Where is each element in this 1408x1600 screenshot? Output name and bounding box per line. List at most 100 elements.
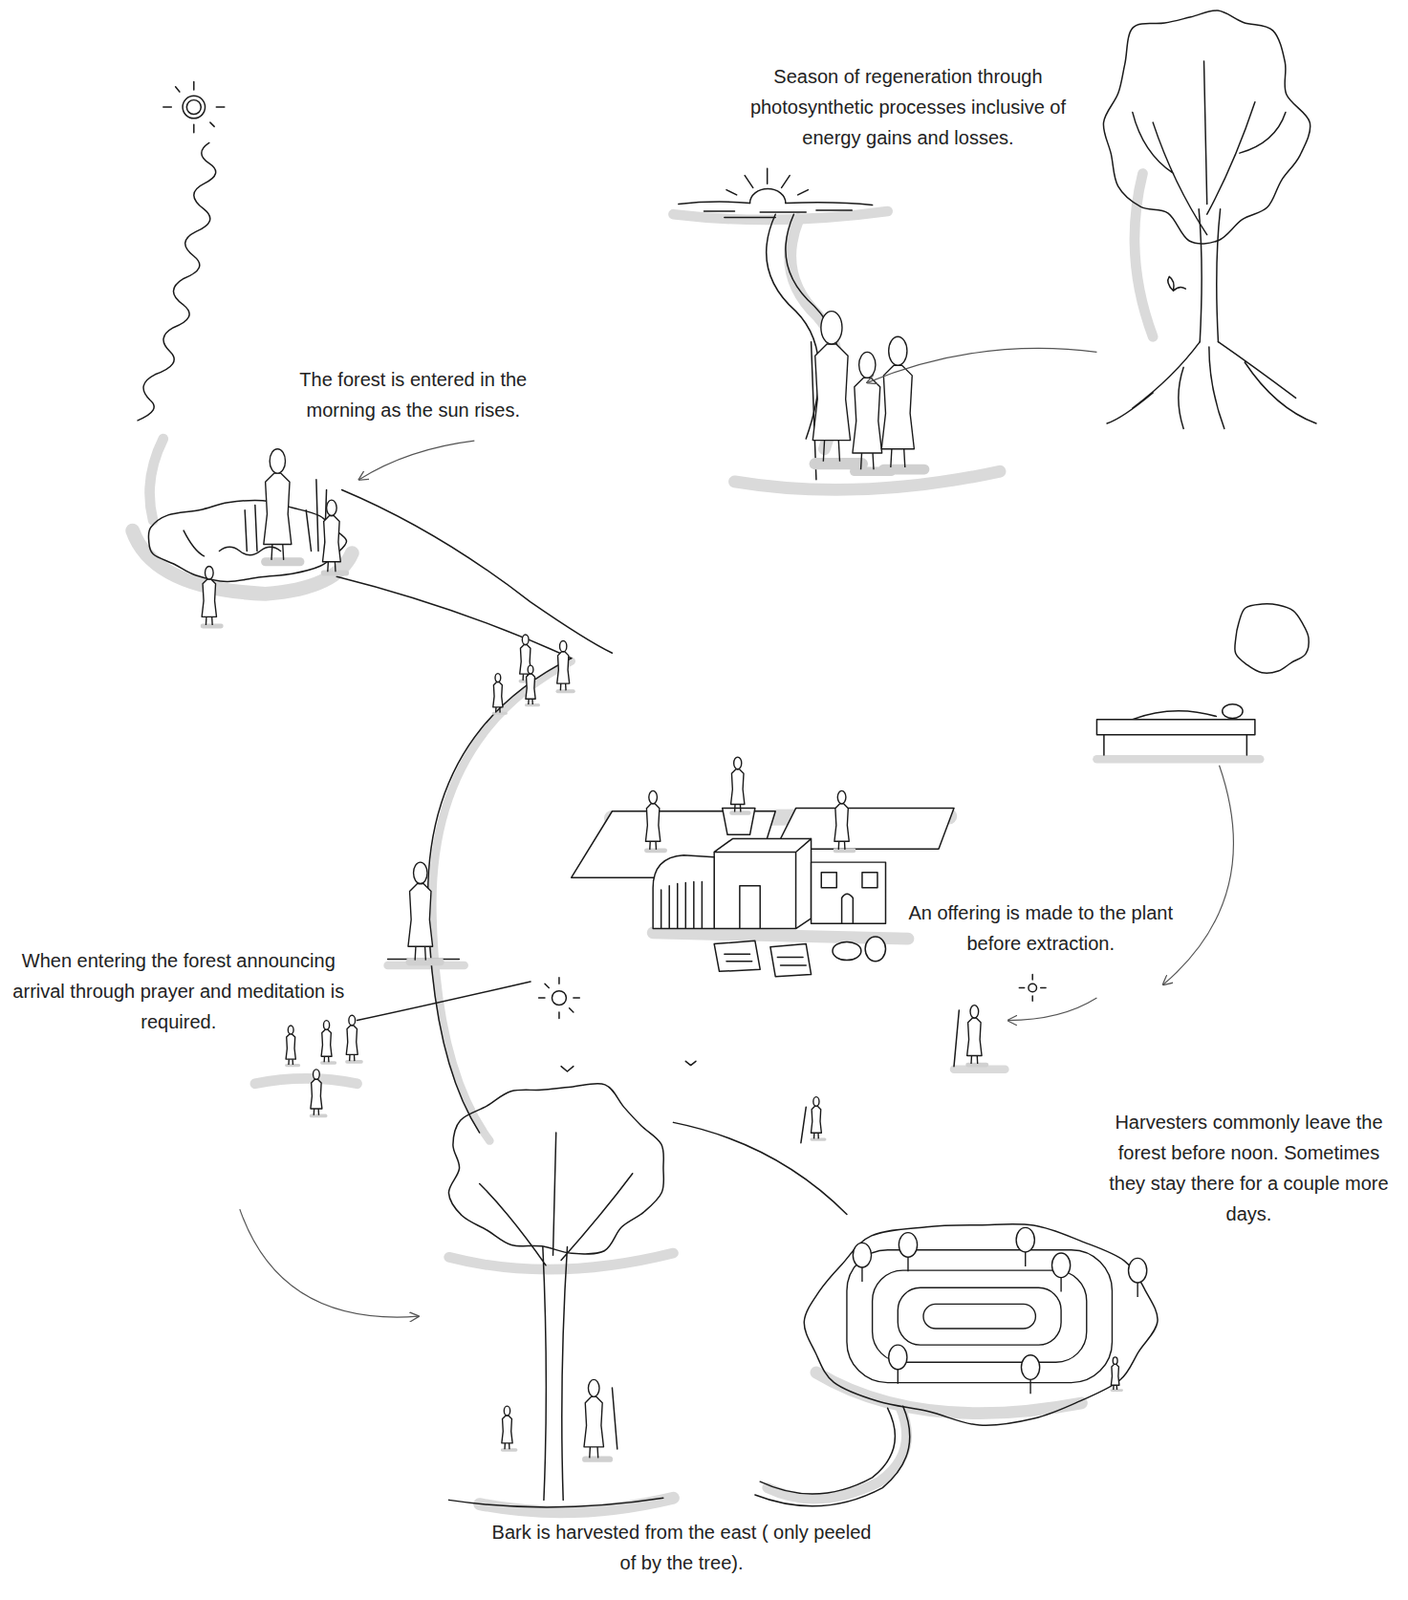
figure-head (503, 1406, 510, 1416)
forest-path (672, 1122, 846, 1214)
annotation-text: Harvesters commonly leave the forest bef… (1096, 1106, 1401, 1230)
figure-head (521, 634, 529, 645)
person-figure (810, 1097, 824, 1140)
bottom-tree-canopy (448, 1083, 664, 1255)
figure-head (859, 351, 876, 378)
figure-head (649, 790, 658, 803)
figure-legs (589, 1447, 599, 1459)
sun (186, 100, 201, 115)
tree-crown (898, 1233, 917, 1258)
right-sun (1018, 974, 1046, 1002)
maze-edge (803, 1224, 1158, 1427)
figure-body (810, 1105, 822, 1133)
figure-body (201, 579, 217, 617)
small-tree (1051, 1253, 1070, 1293)
figure-body (346, 1025, 358, 1056)
figure-legs (414, 946, 426, 960)
figure-head (204, 566, 214, 580)
road (755, 1406, 910, 1507)
cycle-arrow (359, 440, 476, 480)
house (811, 862, 887, 924)
figure-head (326, 499, 338, 516)
tree-branches (1132, 61, 1286, 235)
figure-legs (504, 1443, 510, 1450)
figure-head (313, 1069, 321, 1080)
tree-crown (888, 1344, 908, 1370)
figure-head (837, 790, 846, 803)
person-figure (493, 673, 506, 715)
figure-head (495, 673, 501, 683)
figure-legs (327, 562, 336, 573)
figure-legs (496, 707, 500, 714)
annotation-text: An offering is made to the plant before … (892, 897, 1190, 959)
person-figure (346, 1015, 362, 1062)
person-figure (584, 1379, 610, 1459)
figure-legs (814, 1132, 820, 1139)
pot (865, 936, 886, 962)
figure-legs (528, 698, 533, 705)
person-figure (321, 1020, 335, 1063)
shade-stroke (816, 1372, 1083, 1414)
figure-legs (288, 1059, 293, 1065)
person-figure (323, 499, 347, 573)
figure-body (557, 651, 570, 684)
figure-shadow (410, 957, 441, 966)
figure-body (834, 803, 849, 842)
figure-legs (1113, 1385, 1118, 1390)
figure-legs (560, 683, 566, 691)
figure-shadow (883, 464, 925, 476)
small-tree (1128, 1257, 1148, 1298)
figure-body (310, 1079, 323, 1109)
figure-head (323, 1020, 329, 1031)
forest-path (336, 489, 612, 658)
cycle-arrow (239, 1209, 419, 1318)
figure-head (413, 862, 428, 884)
shade-stroke (432, 661, 571, 1142)
figure-head (269, 449, 285, 474)
sleeper-head (1222, 704, 1243, 719)
setting-sun (750, 189, 786, 204)
person-figure (408, 862, 441, 962)
small-tree (1020, 1355, 1040, 1395)
center-sun (539, 977, 581, 1019)
figure-body (285, 1034, 296, 1060)
tree-crown (1020, 1355, 1040, 1381)
figure-shadow (265, 557, 301, 566)
figure-legs (861, 453, 874, 470)
figure-body (731, 769, 745, 805)
person-figure (967, 1005, 987, 1065)
figure-legs (838, 841, 845, 850)
shade-stroke (388, 961, 465, 971)
tree-crown (1016, 1227, 1035, 1253)
figure-body (852, 377, 883, 454)
person-figure (285, 1025, 299, 1066)
vine (137, 142, 217, 420)
person-figure (557, 640, 574, 692)
tree-roots (1106, 342, 1317, 430)
shade-stroke (449, 1253, 674, 1270)
annotation-text: Bark is harvested from the east ( only p… (487, 1516, 876, 1579)
figure-head (348, 1015, 356, 1025)
figure-body (321, 1029, 332, 1057)
maze-ring (846, 1250, 1113, 1384)
drying-mats (714, 940, 811, 976)
cycle-arrow (1008, 997, 1098, 1020)
person-figure (501, 1406, 517, 1451)
figure-legs (313, 1108, 319, 1116)
tree-trunk (1198, 209, 1220, 343)
maze-ring (897, 1287, 1062, 1345)
leaf (1168, 276, 1187, 291)
figure-body (525, 673, 536, 699)
annotation-text: The forest is entered in the morning as … (270, 364, 557, 426)
figure-body (1110, 1364, 1120, 1386)
figure-body (408, 884, 434, 948)
annotation-text: Season of regeneration through photosynt… (744, 61, 1072, 153)
figure-legs (971, 1055, 978, 1064)
mortar (722, 808, 756, 836)
forest-path (428, 658, 572, 1133)
person-figure (201, 566, 221, 627)
figure-body (584, 1396, 604, 1448)
shade-stroke (150, 438, 164, 520)
person-figure (263, 449, 301, 563)
